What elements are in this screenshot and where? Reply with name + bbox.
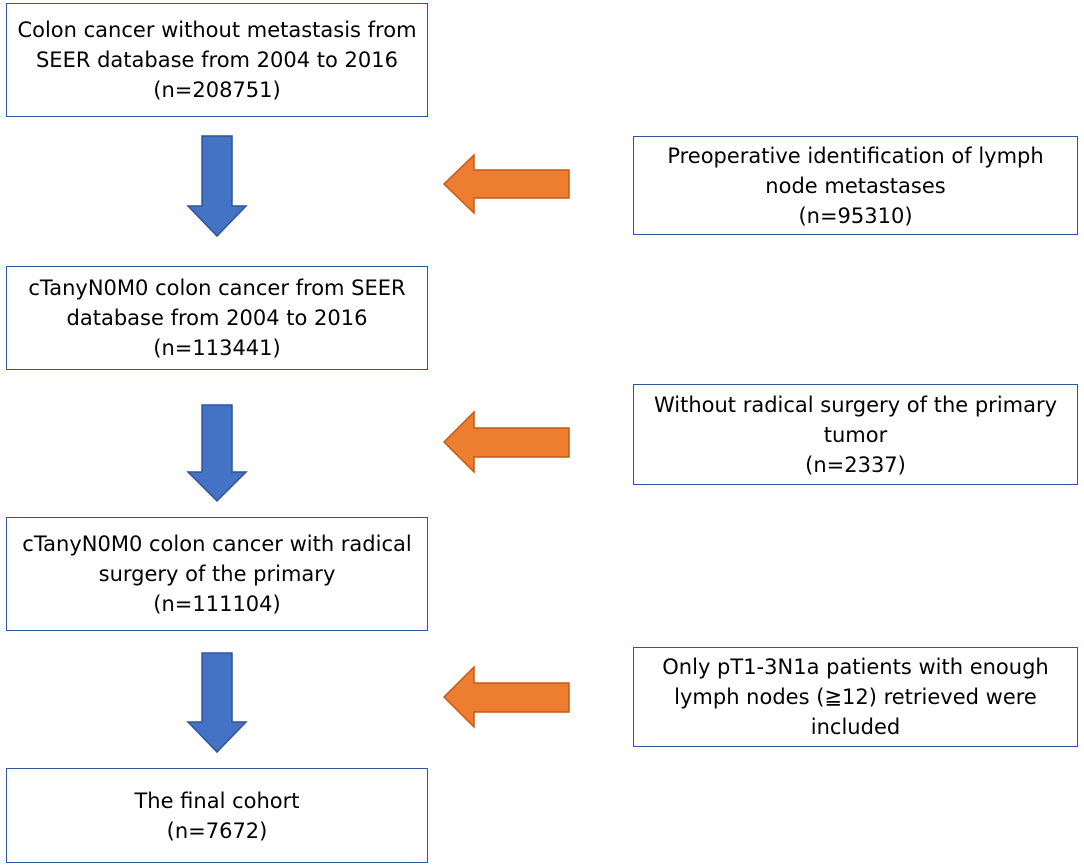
step-text-line: Colon cancer without metastasis from	[17, 18, 417, 42]
down-arrow-icon	[186, 652, 248, 754]
exclusion-text-line: included	[810, 715, 901, 739]
exclusion-count: (n=95310)	[798, 203, 913, 228]
left-arrow-icon	[442, 410, 570, 474]
step-text-line: cTanyN0M0 colon cancer from SEER	[28, 276, 406, 300]
left-arrow-icon	[442, 665, 570, 729]
exclusion-text-line: tumor	[823, 422, 888, 447]
step-count: (n=113441)	[153, 336, 281, 360]
step-text-line: database from 2004 to 2016	[66, 306, 368, 330]
step-count: (n=208751)	[153, 78, 281, 102]
exclusion-text-line: node metastases	[765, 173, 946, 198]
step-text-line: surgery of the primary	[98, 562, 336, 586]
step-text-line: cTanyN0M0 colon cancer with radical	[22, 532, 412, 556]
step-box-initial-cohort: Colon cancer without metastasis from SEE…	[6, 3, 428, 117]
exclusion-box-no-radical-surgery: Without radical surgery of the primary t…	[633, 384, 1078, 485]
step-text-line: The final cohort	[134, 788, 300, 813]
down-arrow-icon	[186, 135, 248, 238]
exclusion-text-line: Preoperative identification of lymph	[667, 143, 1044, 168]
exclusion-box-pt1-3n1a-inclusion: Only pT1-3N1a patients with enough lymph…	[633, 647, 1078, 747]
exclusion-text-line: Only pT1-3N1a patients with enough	[662, 655, 1049, 679]
step-box-final-cohort: The final cohort (n=7672)	[6, 768, 428, 863]
step-text-line: SEER database from 2004 to 2016	[35, 48, 399, 72]
exclusion-text-line: Without radical surgery of the primary	[653, 392, 1058, 417]
step-box-n0m0-cohort: cTanyN0M0 colon cancer from SEER databas…	[6, 266, 428, 370]
step-box-radical-surgery-cohort: cTanyN0M0 colon cancer with radical surg…	[6, 517, 428, 631]
exclusion-count: (n=2337)	[805, 452, 906, 477]
exclusion-box-lymph-node-metastases: Preoperative identification of lymph nod…	[633, 136, 1078, 235]
step-count: (n=111104)	[153, 592, 281, 616]
down-arrow-icon	[186, 404, 248, 503]
step-count: (n=7672)	[166, 818, 268, 843]
left-arrow-icon	[442, 153, 570, 215]
exclusion-text-line: lymph nodes (≧12) retrieved were	[674, 685, 1037, 709]
